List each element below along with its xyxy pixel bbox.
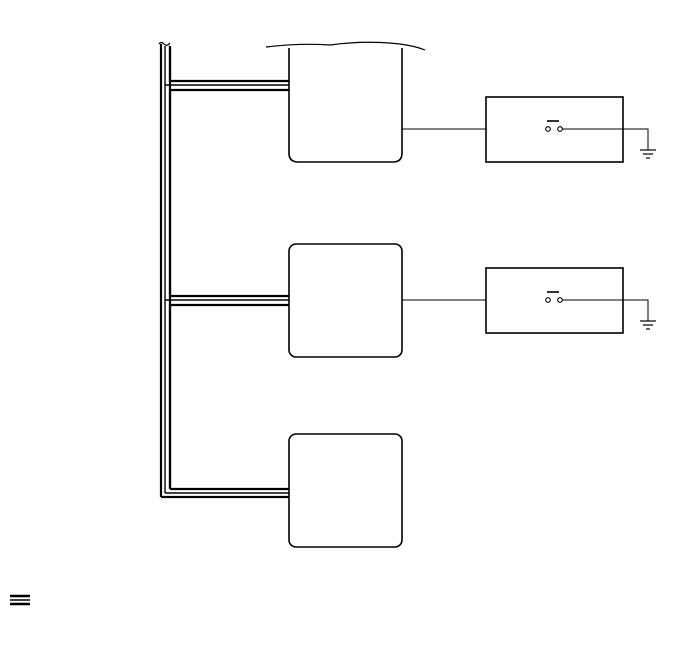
bus-bottom-closure bbox=[161, 487, 290, 499]
module-top bbox=[265, 41, 426, 163]
module-top-tear-line bbox=[265, 41, 426, 51]
bus-break-mark bbox=[158, 41, 171, 46]
legend bbox=[10, 594, 30, 606]
switch-2-ground-wire bbox=[562, 299, 649, 321]
switch-1-ground-wire bbox=[562, 128, 649, 150]
switch-1-contact-left bbox=[545, 126, 551, 132]
ground-icon bbox=[640, 149, 656, 159]
module-middle bbox=[288, 243, 403, 358]
switch-1-assembly bbox=[402, 96, 656, 163]
bus-branch-middle bbox=[165, 299, 290, 489]
bus-line-symbol-icon bbox=[10, 594, 30, 606]
switch-2-assembly bbox=[402, 267, 656, 334]
bus-trunk bbox=[158, 41, 172, 497]
ground-icon bbox=[640, 320, 656, 330]
bus-branch-top bbox=[165, 46, 290, 298]
module-bottom bbox=[288, 433, 403, 548]
switch-2-contact-left bbox=[545, 297, 551, 303]
